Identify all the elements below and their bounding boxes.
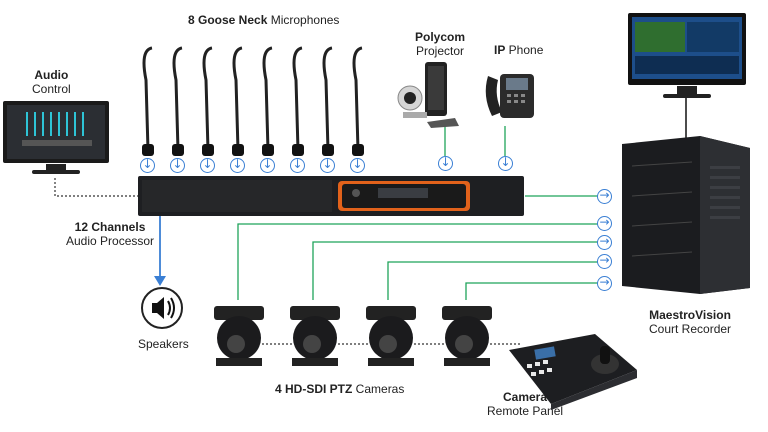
camera-remote-panel-icon: [509, 334, 637, 410]
ptz-camera-icon: [290, 306, 340, 366]
audio-control-label: Audio Control: [32, 68, 71, 96]
polycom-label-bold: Polycom: [415, 30, 466, 44]
speakers-label: Speakers: [138, 337, 189, 351]
arrow-icon: [498, 155, 513, 171]
ip-phone-icon: [485, 74, 534, 118]
arrow-icon: [438, 155, 453, 171]
recorder-label-bold: MaestroVision: [649, 308, 731, 322]
pc-tower-icon: [622, 136, 750, 294]
microphones-label-bold: 8 Goose Neck: [188, 13, 268, 27]
ip-phone-label-bold: IP: [494, 43, 506, 57]
audio-processor-label: 12 Channels Audio Processor: [66, 220, 154, 248]
arrow-icon: [350, 157, 365, 173]
microphone-icon: [202, 46, 214, 156]
audio-processor-label-bold: 12 Channels: [74, 220, 146, 234]
arrow-icon: [597, 253, 612, 269]
microphones-label-rest: Microphones: [267, 13, 340, 27]
microphone-icon: [322, 46, 334, 156]
camera3-line: [387, 261, 598, 300]
ptz-camera-icon: [214, 306, 264, 366]
audio-control-label-bold: Audio: [34, 68, 69, 82]
arrow-icon: [230, 157, 245, 173]
camera-panel-label: Camera Remote Panel: [487, 390, 563, 418]
speaker-arrowhead: [154, 276, 166, 286]
ptz-camera-icon: [442, 306, 492, 366]
speakers-label-text: Speakers: [138, 337, 189, 351]
cameras-label: 4 HD-SDI PTZ Cameras: [275, 382, 404, 396]
polycom-label: Polycom Projector: [415, 30, 465, 58]
microphone-icon: [232, 46, 244, 156]
camera-panel-label-bold: Camera: [503, 390, 548, 404]
microphones-group: [142, 46, 364, 156]
arrow-icon: [170, 157, 185, 173]
microphone-icon: [352, 46, 364, 156]
arrow-icon: [320, 157, 335, 173]
arrow-icon: [290, 157, 305, 173]
audio-processor-icon: [138, 176, 524, 216]
audio-control-line: [54, 178, 138, 197]
polycom-label-rest: Projector: [415, 44, 465, 58]
microphone-icon: [292, 46, 304, 156]
microphone-icon: [262, 46, 274, 156]
arrow-icon: [597, 234, 612, 250]
ptz-cameras-group: [214, 306, 492, 366]
camera1-line: [237, 223, 598, 300]
speaker-icon: [141, 287, 183, 329]
arrow-icon: [597, 215, 612, 231]
arrow-icon: [597, 275, 612, 291]
camera-panel-label-rest: Remote Panel: [487, 404, 564, 418]
arrow-icon: [597, 188, 612, 204]
arrow-icon: [260, 157, 275, 173]
microphone-icon: [142, 46, 154, 156]
arrow-icon: [140, 157, 155, 173]
microphones-label: 8 Goose Neck Microphones: [188, 13, 339, 27]
ptz-camera-icon: [366, 306, 416, 366]
cameras-label-bold: 4 HD-SDI PTZ: [275, 382, 353, 396]
ip-phone-label-rest: Phone: [505, 43, 544, 57]
recorder-label-rest: Court Recorder: [649, 322, 732, 336]
camera2-line: [312, 241, 598, 300]
projector-icon: [397, 62, 459, 128]
arrow-icon: [200, 157, 215, 173]
audio-control-monitor-icon: [3, 101, 109, 174]
camera4-line: [465, 282, 598, 300]
ip-phone-label: IP Phone: [494, 43, 543, 57]
monitor-icon: [628, 13, 746, 98]
microphone-icon: [172, 46, 184, 156]
audio-processor-label-rest: Audio Processor: [66, 234, 155, 248]
cameras-label-rest: Cameras: [352, 382, 405, 396]
audio-control-label-rest: Control: [32, 82, 71, 96]
recorder-label: MaestroVision Court Recorder: [649, 308, 731, 336]
